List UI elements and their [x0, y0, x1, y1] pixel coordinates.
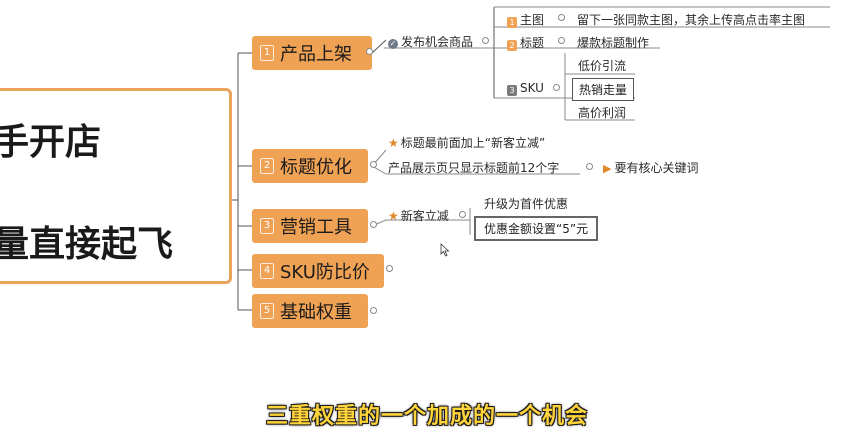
root-node: 手开店 量直接起飞	[0, 88, 232, 284]
branch-label: SKU防比价	[280, 262, 370, 283]
b1-sub-label: 发布机会商品	[401, 35, 474, 49]
number-badge-icon: 3	[260, 218, 274, 234]
collapse-toggle-icon[interactable]	[370, 307, 377, 314]
b2-item-1-label: 标题最前面加上“新客立减”	[400, 136, 546, 150]
b1-sku-label: SKU	[520, 81, 544, 95]
branch-node-2[interactable]: 2 标题优化	[252, 149, 368, 183]
mouse-cursor-icon	[440, 243, 450, 257]
branch-node-1[interactable]: 1 产品上架	[252, 36, 372, 70]
branch-label: 标题优化	[280, 157, 352, 178]
collapse-toggle-icon[interactable]	[586, 163, 593, 170]
branch-label: 产品上架	[280, 44, 352, 65]
b1-zhutu-desc: 留下一张同款主图，其余上传高点击率主图	[577, 13, 806, 27]
b2-item-3: ▶要有核心关键词	[603, 159, 698, 176]
star-icon: ★	[388, 209, 399, 223]
root-title-line2: 量直接起飞	[0, 224, 174, 265]
number-badge-icon: 5	[260, 303, 274, 319]
b2-item-2: 产品展示页只显示标题前12个字	[388, 161, 560, 175]
number-badge-icon: 2	[507, 40, 517, 51]
collapse-toggle-icon[interactable]	[558, 37, 565, 44]
number-badge-icon: 3	[507, 85, 517, 96]
root-title-line1: 手开店	[0, 122, 102, 163]
check-icon: ✓	[388, 39, 398, 49]
collapse-toggle-icon[interactable]	[558, 14, 565, 21]
collapse-toggle-icon[interactable]	[370, 161, 377, 168]
number-badge-icon: 2	[260, 158, 274, 174]
collapse-toggle-icon[interactable]	[459, 211, 466, 218]
b2-item-3-label: 要有核心关键词	[614, 161, 699, 175]
b1-biaoti-label: 标题	[520, 36, 545, 50]
branch-node-3[interactable]: 3 营销工具	[252, 209, 368, 243]
sku-item-3: 高价利润	[578, 106, 627, 120]
collapse-toggle-icon[interactable]	[482, 37, 489, 44]
collapse-toggle-icon[interactable]	[370, 221, 377, 228]
b1-sub-node: ✓发布机会商品	[388, 33, 473, 50]
b3-sub-label: 新客立减	[400, 209, 449, 223]
b1-zhutu-label: 主图	[520, 13, 545, 27]
star-icon: ★	[388, 136, 399, 150]
number-badge-icon: 4	[260, 263, 274, 279]
b3-item-1: 升级为首件优惠	[484, 197, 569, 211]
video-subtitle: 三重权重的一个加成的一个机会	[265, 404, 588, 429]
number-badge-icon: 1	[260, 45, 274, 61]
collapse-toggle-icon[interactable]	[386, 265, 393, 272]
sku-item-2-selected[interactable]: 热销走量	[572, 78, 635, 101]
collapse-toggle-icon[interactable]	[366, 48, 373, 55]
branch-label: 营销工具	[280, 217, 352, 238]
number-badge-icon: 1	[507, 17, 517, 28]
branch-node-4[interactable]: 4 SKU防比价	[252, 254, 384, 288]
b1-biaoti-desc: 爆款标题制作	[577, 36, 650, 50]
b3-sub-node: ★新客立减	[388, 207, 449, 224]
collapse-toggle-icon[interactable]	[553, 84, 560, 91]
b3-item-2-selected[interactable]: 优惠金额设置“5”元	[474, 216, 599, 241]
branch-node-5[interactable]: 5 基础权重	[252, 294, 368, 328]
sku-item-1: 低价引流	[578, 59, 627, 73]
flag-icon: ▶	[603, 162, 612, 175]
b2-item-1: ★标题最前面加上“新客立减”	[388, 134, 545, 151]
branch-label: 基础权重	[280, 302, 352, 323]
